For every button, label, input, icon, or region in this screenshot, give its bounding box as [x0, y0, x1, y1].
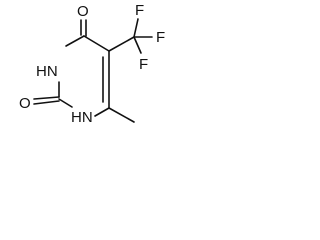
atom-hn-lower: HN [71, 109, 93, 126]
bond-c5-cf3 [108, 36, 135, 52]
bond-n1-c6 [94, 107, 110, 117]
bond-c4-n3 [65, 35, 85, 47]
atom-o-top: O [77, 3, 89, 20]
bond-c-f-top [133, 18, 139, 38]
bond-c-f-bottom [133, 36, 142, 54]
bond-c2-o-b [33, 100, 60, 105]
atom-f-bottom: F [139, 56, 148, 73]
bond-c2-n1 [58, 98, 73, 108]
atom-f-right: F [156, 29, 165, 46]
chemical-structure: O O HN HN F F F [19, 2, 165, 126]
atom-hn-upper: HN [36, 63, 58, 80]
bond-c2-o-a [33, 96, 60, 100]
atom-f-top: F [135, 2, 144, 19]
bond-c4-c5 [83, 35, 110, 52]
atom-o-left: O [19, 95, 31, 112]
bond-c6-methyl [108, 107, 135, 123]
